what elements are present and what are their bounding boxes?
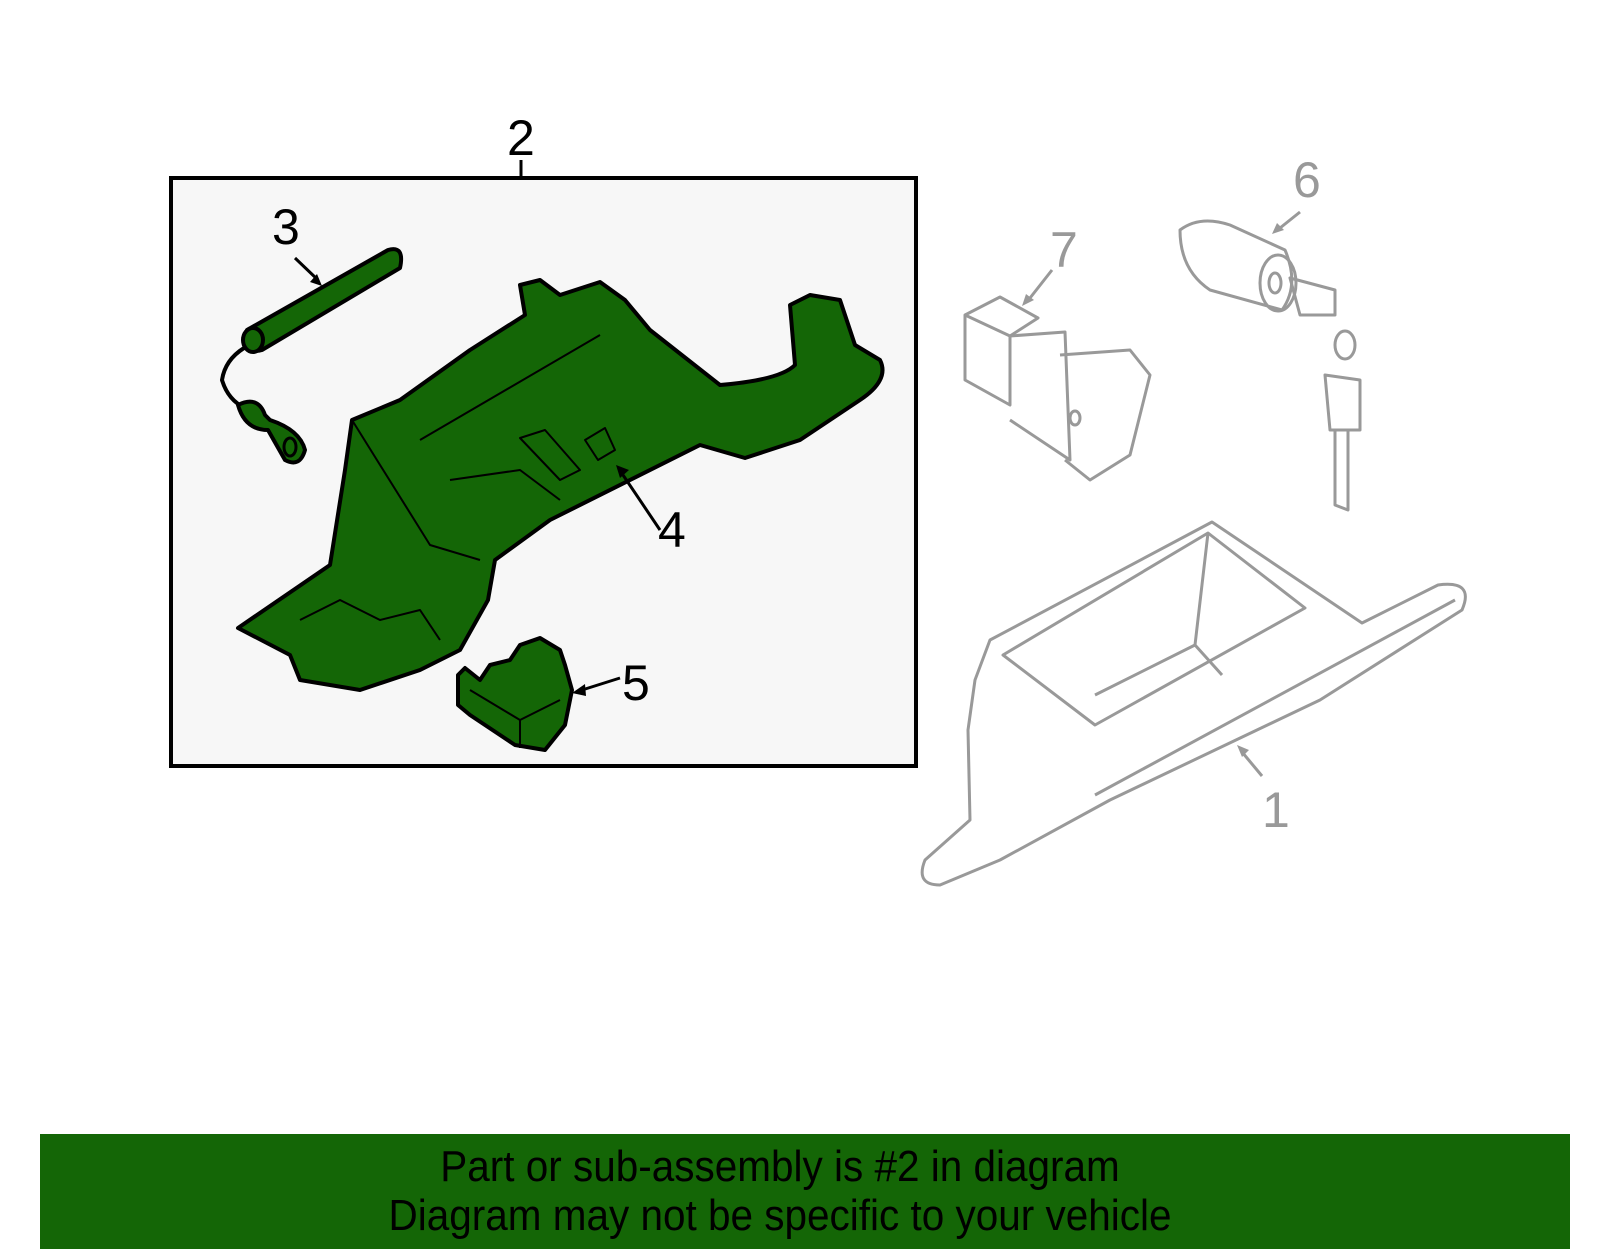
callout-4[interactable]: 4 <box>658 502 686 558</box>
callout-5[interactable]: 5 <box>622 655 650 711</box>
info-banner: Part or sub-assembly is #2 in diagram Di… <box>40 1134 1570 1249</box>
callout-2[interactable]: 2 <box>507 110 535 166</box>
callout-3[interactable]: 3 <box>272 199 300 255</box>
damper-strut-illustration[interactable] <box>220 247 404 465</box>
callout-1[interactable]: 1 <box>1262 782 1290 838</box>
banner-line-assembly-note: Part or sub-assembly is #2 in diagram <box>440 1142 1120 1191</box>
callout-7[interactable]: 7 <box>1050 222 1078 278</box>
glove-box-illustration[interactable] <box>920 520 1467 887</box>
lock-housing-illustration[interactable] <box>456 636 621 752</box>
glove-box-housing-illustration[interactable] <box>236 278 885 692</box>
lock-cylinder-illustration[interactable] <box>1178 210 1362 512</box>
callout-6[interactable]: 6 <box>1293 152 1321 208</box>
switch-illustration[interactable] <box>963 269 1152 482</box>
banner-line-disclaimer: Diagram may not be specific to your vehi… <box>388 1191 1172 1240</box>
